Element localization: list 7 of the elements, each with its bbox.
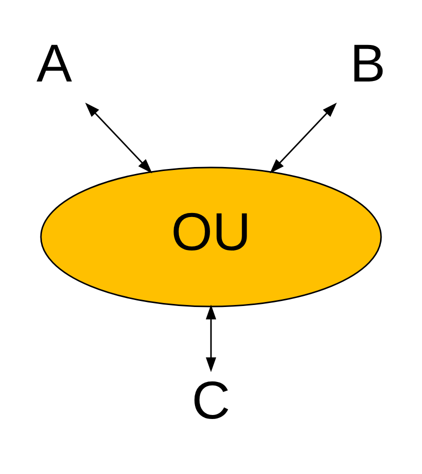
node-text: C [192, 372, 230, 431]
arrow [270, 102, 337, 174]
node-ellipse: OU [40, 166, 382, 308]
arrow [85, 102, 152, 174]
node-text: B [350, 34, 386, 94]
node-text: A [36, 34, 72, 94]
arrow [206, 304, 216, 372]
